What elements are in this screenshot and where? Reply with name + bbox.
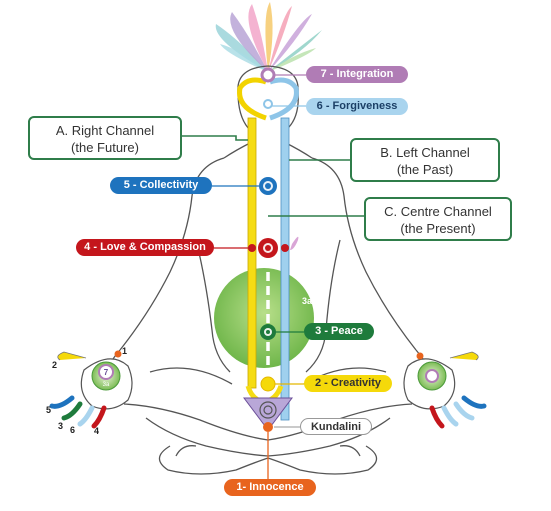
void-label: 3a (302, 296, 313, 306)
chakra-connectors (212, 74, 306, 480)
chakra-5-dot (259, 177, 277, 195)
chakra-7-dot (260, 67, 276, 83)
kundalini-coil-icon (259, 401, 277, 419)
left-channel (280, 117, 290, 421)
label-chakra-4: 4 - Love & Compassion (76, 239, 214, 256)
right-channel-subtitle: (the Future) (71, 140, 139, 155)
left-hand (49, 350, 133, 429)
chakra-3-dot (260, 324, 276, 340)
right-channel-box: A. Right Channel (the Future) (28, 116, 182, 160)
palm-sub-label: 3a (103, 382, 110, 388)
finger-number-6: 6 (70, 425, 76, 435)
label-chakra-3: 3 - Peace (304, 323, 374, 340)
finger-number-3: 3 (58, 421, 64, 431)
right-hand (403, 351, 487, 429)
right-channel (247, 117, 257, 389)
centre-channel-box: C. Centre Channel (the Present) (364, 197, 512, 241)
label-chakra-2: 2 - Creativity (304, 375, 392, 392)
chakra-1-dot (263, 422, 273, 432)
sahasrara-lotus (215, 2, 322, 72)
label-chakra-1: 1- Innocence (224, 479, 316, 496)
centre-channel-title: C. Centre Channel (384, 204, 492, 219)
right-channel-title: A. Right Channel (55, 123, 155, 138)
channel-connectors (182, 135, 364, 217)
left-channel-box: B. Left Channel (the Past) (350, 138, 500, 182)
left-channel-head-arc (269, 77, 299, 121)
palm-center-label: 7 (104, 368, 109, 377)
centre-channel-subtitle: (the Present) (400, 221, 476, 236)
left-channel-subtitle: (the Past) (396, 162, 454, 177)
chakra-4-dot (248, 236, 299, 258)
right-channel-head-arc (237, 77, 267, 121)
chakra-6-dot (263, 99, 273, 109)
finger-number-4: 4 (94, 426, 100, 436)
finger-number-2: 2 (52, 360, 58, 370)
finger-number-1: 1 (122, 346, 128, 356)
label-chakra-6: 6 - Forgiveness (306, 98, 408, 115)
void-circle (214, 268, 314, 368)
left-channel-title: B. Left Channel (380, 145, 470, 160)
label-kundalini: Kundalini (300, 418, 372, 435)
label-chakra-5: 5 - Collectivity (110, 177, 212, 194)
chakra-2-dot (260, 376, 276, 392)
finger-number-5: 5 (46, 405, 52, 415)
label-chakra-7: 7 - Integration (306, 66, 408, 83)
